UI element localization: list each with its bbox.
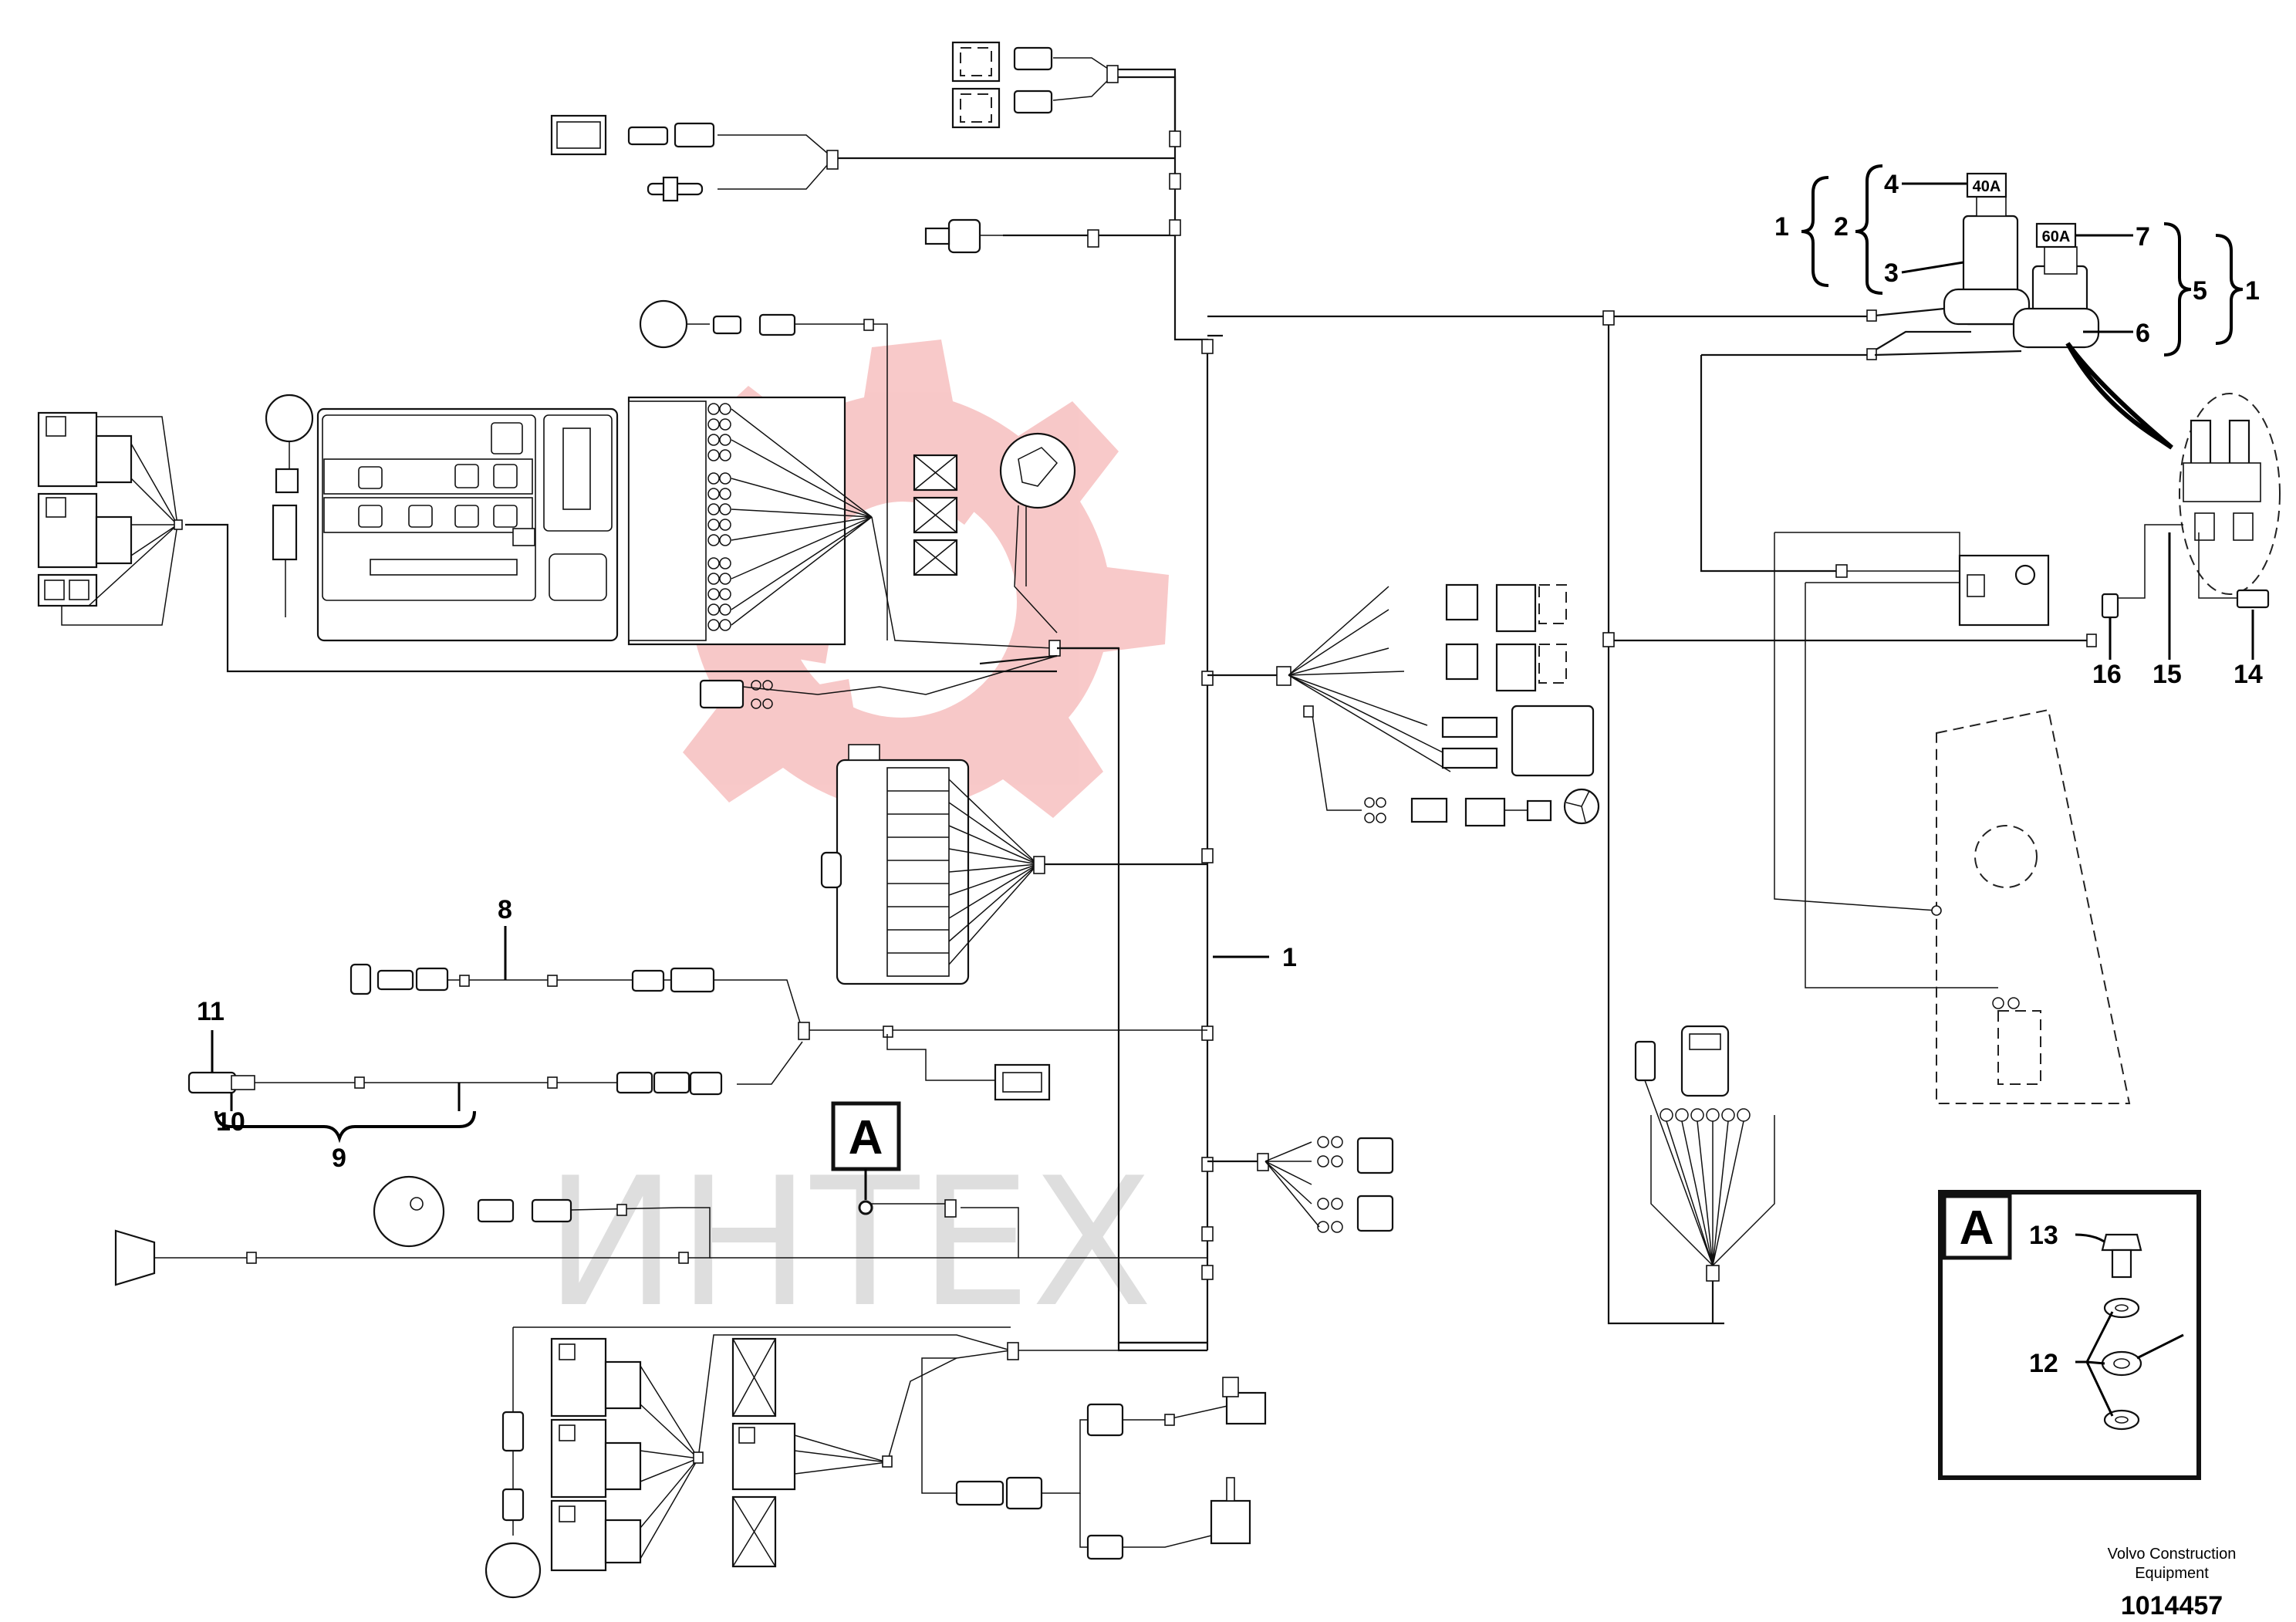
right-section <box>1634 177 2281 1323</box>
left-relay-cluster-upper <box>37 411 183 626</box>
manufacturer-line-1: Volvo Construction <box>2108 1546 2237 1563</box>
callout-2: 2 <box>1834 212 1849 242</box>
callout-3: 3 <box>1884 259 1899 288</box>
manufacturer-line-2: Equipment <box>2135 1565 2209 1582</box>
callout-14: 14 <box>2234 660 2263 689</box>
callout-11: 11 <box>197 997 225 1026</box>
detail-a-marker: A <box>831 1101 901 1215</box>
callout-7: 7 <box>2136 222 2150 252</box>
control-module <box>820 744 1207 985</box>
callout-1-top-left: 1 <box>1774 212 1789 242</box>
callout-6: 6 <box>2136 319 2150 348</box>
detail-a-inset-label: A <box>1960 1201 1994 1255</box>
top-connector-cluster <box>550 41 1181 254</box>
callout-13: 13 <box>2029 1221 2058 1250</box>
left-mid-harness <box>114 963 1207 1286</box>
main-harness-trunk <box>1173 158 2091 1350</box>
callout-1-top-right: 1 <box>2245 276 2260 306</box>
callout-16: 16 <box>2092 660 2122 689</box>
lower-left-cluster <box>485 1326 1267 1599</box>
callouts: 1 1 2 4 40A 3 60A 7 5 1 6 16 15 14 8 11 … <box>197 164 2263 1378</box>
watermark-text: ИНТЕХ <box>545 1140 1153 1347</box>
detail-a-inset: A <box>1938 1190 2201 1480</box>
callout-15: 15 <box>2152 660 2182 689</box>
detail-a-marker-label: A <box>849 1111 883 1164</box>
callout-8: 8 <box>498 895 512 924</box>
center-right-branch <box>1207 583 1600 827</box>
callout-9: 9 <box>332 1144 346 1173</box>
callout-4: 4 <box>1884 170 1899 199</box>
document-number: 1014457 <box>2121 1591 2223 1620</box>
callout-5: 5 <box>2193 276 2207 306</box>
pin-row <box>707 403 731 631</box>
fuse-40a-label: 40A <box>1973 178 2001 195</box>
instrument-panel-section <box>185 299 1207 1344</box>
callout-1-main: 1 <box>1282 943 1297 972</box>
footer: Volvo Construction Equipment 1014457 <box>2108 1546 2237 1620</box>
callout-12: 12 <box>2029 1349 2058 1378</box>
lower-center-cluster <box>1207 1136 1394 1233</box>
fuse-60a-label: 60A <box>2042 228 2071 245</box>
